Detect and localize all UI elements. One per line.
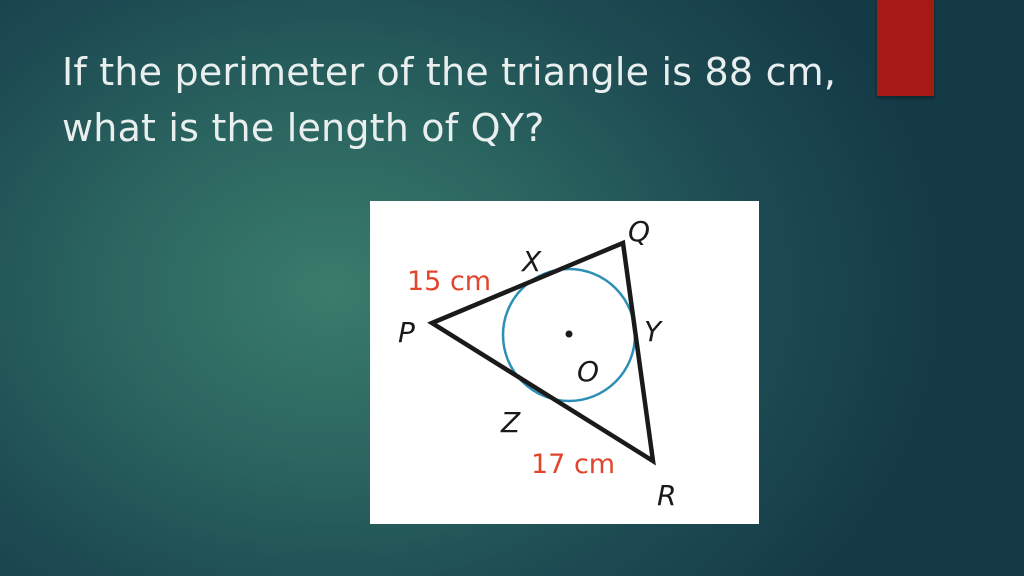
center-point [565, 330, 573, 338]
triangle-figure: P Q R X Y Z O 15 cm 17 cm [370, 201, 759, 524]
vertex-label-p: P [398, 316, 415, 349]
tangent-label-y: Y [644, 315, 663, 348]
tangent-label-x: X [520, 245, 542, 278]
slide-title: If the perimeter of the triangle is 88 c… [62, 50, 837, 150]
tangent-label-z: Z [500, 406, 521, 439]
triangle-pqr [427, 239, 656, 466]
vertex-label-r: R [657, 479, 676, 512]
center-label-o: O [577, 355, 599, 388]
vertex-label-q: Q [628, 215, 650, 248]
measure-rz: 17 cm [531, 449, 615, 480]
measure-px: 15 cm [407, 266, 491, 297]
triangle-diagram: P Q R X Y Z O 15 cm 17 cm [398, 215, 676, 512]
accent-bar [877, 0, 934, 96]
